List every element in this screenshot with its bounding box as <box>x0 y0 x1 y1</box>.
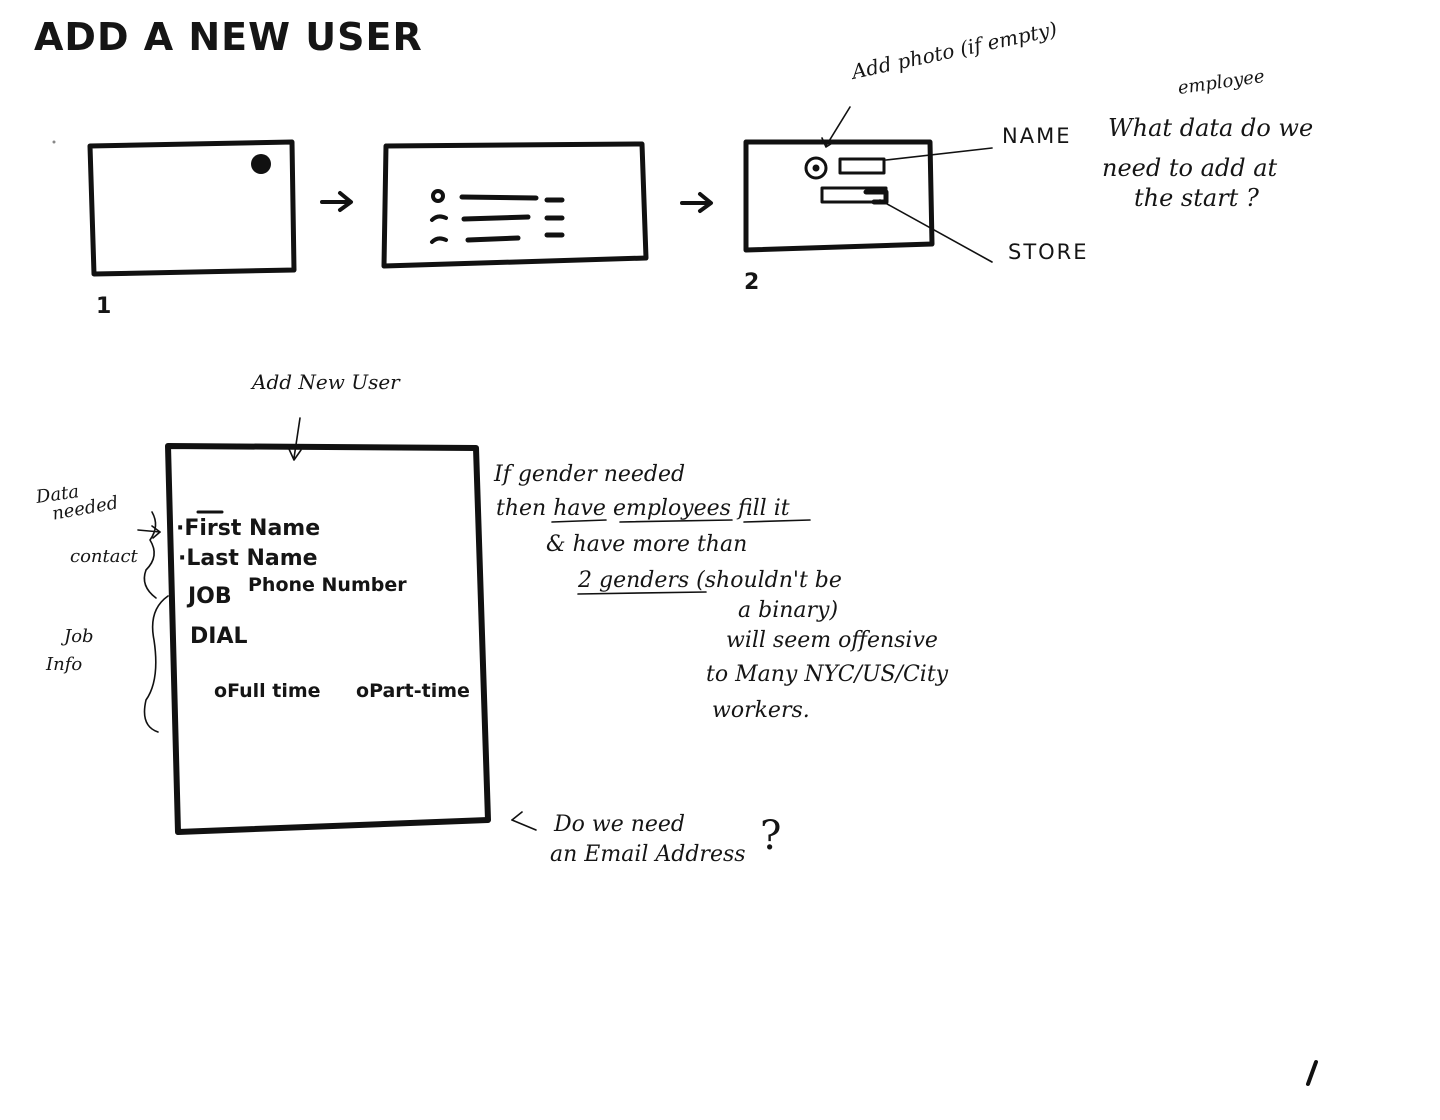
gender-note-line-5: a binary) <box>738 598 839 623</box>
gender-note-have: have <box>553 496 606 521</box>
store-label: STORE <box>1008 240 1089 264</box>
last-name-field: ·Last Name <box>178 546 318 571</box>
phone-number-field: Phone Number <box>248 574 407 596</box>
name-label: NAME <box>1002 124 1072 148</box>
first-name-field: ·First Name <box>176 516 321 541</box>
first-name-label: First Name <box>184 516 321 541</box>
step-number-2: 2 <box>744 270 760 295</box>
side-note-job: Job <box>64 626 94 647</box>
side-note-info: Info <box>46 654 83 675</box>
full-time-option: oFull time <box>214 682 321 701</box>
gender-note-line-1: If gender needed <box>494 462 686 487</box>
email-note-question-mark: ? <box>760 813 782 859</box>
step-number-1: 1 <box>96 294 112 319</box>
gender-note-line-4: 2 genders (shouldn't be <box>578 570 842 592</box>
gender-note-then: then <box>496 496 547 521</box>
part-time-label: Part-time <box>369 680 470 702</box>
underline-marks <box>551 519 811 595</box>
panel-2-frame <box>381 141 649 269</box>
email-note-line-2: an Email Address <box>550 842 746 867</box>
form-frame <box>137 417 491 835</box>
gender-note-employees: employees <box>612 496 731 521</box>
question-line-2: need to add at <box>1102 154 1278 182</box>
flow-arrow <box>320 191 353 212</box>
job-field: JOB <box>188 584 232 609</box>
stray-dot <box>52 140 56 144</box>
email-arrow <box>511 811 537 831</box>
radio-icon: o <box>214 680 228 702</box>
button-dot <box>251 154 271 174</box>
panel-1-frame <box>87 139 297 277</box>
part-time-option: oPart-time <box>356 682 470 701</box>
radio-icon: o <box>356 680 370 702</box>
form-caption: Add New User <box>252 370 400 394</box>
gender-note-shouldnt-be: (shouldn't be <box>696 568 842 593</box>
gender-note-line-8: workers. <box>712 698 810 723</box>
last-name-label: Last Name <box>186 546 318 571</box>
side-note-contact: contact <box>70 546 138 567</box>
gender-note-line-6: will seem offensive <box>726 628 938 653</box>
page-mark-stroke <box>1306 1060 1318 1086</box>
gender-note-line-7: to Many NYC/US/City <box>706 662 949 687</box>
panel-3-frame <box>743 106 993 263</box>
question-line-3: the start ? <box>1134 184 1259 212</box>
flow-arrow <box>680 192 713 213</box>
gender-note-line-2: then have employees fill it <box>496 498 790 520</box>
page-title: ADD A NEW USER <box>34 15 423 59</box>
page-mark: 1 <box>1300 1058 1303 1062</box>
email-note-line-1: Do we need <box>554 812 686 837</box>
dial-field: DIAL <box>190 624 248 649</box>
question-line-1: What data do we <box>1108 114 1314 142</box>
gender-note-fill-it: fill it <box>737 496 790 521</box>
gender-note-2-genders: 2 genders <box>578 568 690 593</box>
gender-note-line-3: & have more than <box>546 532 748 557</box>
full-time-label: Full time <box>227 680 321 702</box>
